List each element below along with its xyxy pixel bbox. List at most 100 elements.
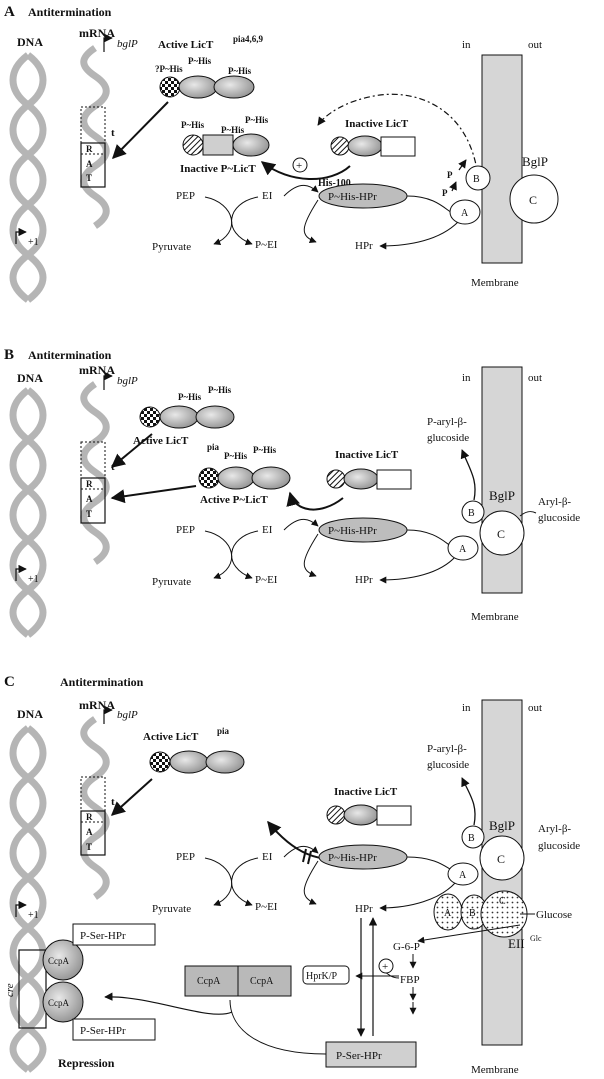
checkered-domain-icon [139, 406, 161, 428]
domain-a [449, 199, 481, 225]
domain-c [479, 510, 525, 556]
arrow [461, 777, 476, 826]
hatched-domain-icon [182, 134, 204, 156]
rat-letter-t: T [86, 173, 92, 183]
domain-a-label: A [459, 544, 467, 555]
pep-label: PEP [176, 524, 195, 536]
domain-a-label: A [459, 870, 467, 881]
ccpa-label: CcpA [48, 998, 69, 1008]
gene-label: bglP [117, 375, 138, 387]
inactive-lict-label: Inactive LicT [334, 786, 398, 798]
hprk-box [302, 965, 350, 985]
rat-box [80, 142, 106, 188]
repression-label: Repression [58, 1056, 115, 1070]
hprk-label: HprK/P [306, 971, 338, 982]
eii-c-label: C [499, 896, 506, 907]
panel-b: B Antitermination DNA mRNA bglP R A T t … [4, 347, 580, 638]
ei-label: EI [262, 524, 273, 536]
arrow [379, 221, 459, 250]
arrow [283, 184, 319, 197]
arrow [204, 196, 233, 245]
arrow [317, 93, 479, 178]
domain-b [465, 165, 491, 191]
ccpa-bound [42, 939, 84, 981]
hatched-domain-icon [330, 136, 350, 156]
promoter-label: +1 [28, 237, 39, 248]
arrow [286, 491, 344, 511]
his100-label: His-100 [318, 178, 351, 189]
inactive-plict-label: Inactive P~LicT [180, 163, 256, 175]
gene-label: bglP [117, 38, 138, 50]
panel-title: Antitermination [28, 348, 112, 362]
rat-letter-a: A [86, 494, 93, 504]
active-lict-label: Active LicT [158, 39, 214, 51]
arrow [379, 555, 457, 584]
rat-letter-t: T [86, 509, 92, 519]
ccpa-box [184, 965, 239, 997]
terminator-label: t [111, 127, 115, 139]
arrow [449, 181, 457, 192]
out-label: out [528, 372, 542, 384]
arrow [303, 533, 319, 578]
membrane [481, 366, 523, 594]
out-label: out [528, 39, 542, 51]
aryl-label: Aryl-β- [538, 496, 571, 508]
plus-label: + [296, 160, 302, 172]
dna-helix-icon [9, 52, 47, 303]
p-ser-hpr-tag [72, 923, 156, 946]
p-ei-label: P~EI [255, 574, 278, 586]
domain-c [509, 174, 559, 224]
bglp-label: BglP [489, 818, 515, 833]
phosphate-label: P [447, 170, 453, 180]
active-lict-sup: pia4,6,9 [233, 34, 264, 44]
domain-a [447, 862, 479, 886]
active-lict-sup: pia [217, 726, 230, 736]
plus-icon [292, 157, 308, 173]
domain-b-label: B [468, 833, 475, 844]
arrow [303, 860, 319, 905]
phosphate-label: P [442, 188, 448, 198]
p-aryl-label: P-aryl-β- [427, 416, 467, 428]
gene-arrow-icon [103, 705, 113, 724]
p-aryl-label-2: glucoside [427, 759, 469, 771]
phospho-label: P~His [208, 385, 232, 395]
rat-letter-r: R [86, 479, 93, 489]
mrna-strand-icon [80, 45, 110, 229]
cre-label: cre [4, 983, 16, 997]
active-lict-label: Active LicT [143, 731, 199, 743]
gray-oval-icon [347, 135, 383, 157]
rat-letter-a: A [86, 159, 93, 169]
arrow [110, 778, 153, 816]
membrane-label: Membrane [471, 277, 519, 289]
ccpa-label: CcpA [250, 976, 274, 987]
promoter-label: +1 [28, 574, 39, 585]
domain-c [479, 835, 525, 881]
gray-oval-icon [213, 75, 255, 99]
phospho-label: P~His [178, 392, 202, 402]
mrna-label: mRNA [79, 363, 115, 377]
ccpa-label: CcpA [48, 956, 69, 966]
mrna-strand-icon [80, 381, 110, 565]
hpr-label: HPr [355, 574, 373, 586]
promoter-arrow-icon [15, 564, 27, 581]
membrane [481, 54, 523, 264]
dna-label: DNA [17, 707, 43, 721]
g6p-label: G-6-P [393, 941, 420, 953]
domain-a-label: A [461, 208, 469, 219]
phospho-label: P~His [188, 56, 212, 66]
cre-box [18, 949, 47, 1029]
domain-b [461, 500, 485, 524]
terminator-label: t [111, 796, 115, 808]
arrow [231, 530, 259, 580]
bglp-label: BglP [489, 488, 515, 503]
block-bar [307, 850, 312, 865]
ccpa-label: CcpA [197, 976, 221, 987]
pyruvate-label: Pyruvate [152, 241, 191, 253]
arrow [204, 857, 233, 906]
in-label: in [462, 372, 471, 384]
panel-letter: B [4, 347, 14, 363]
arrow [283, 518, 319, 531]
arrow [112, 101, 169, 159]
panel-letter: C [4, 674, 15, 690]
phospho-label: P~His [224, 451, 248, 461]
